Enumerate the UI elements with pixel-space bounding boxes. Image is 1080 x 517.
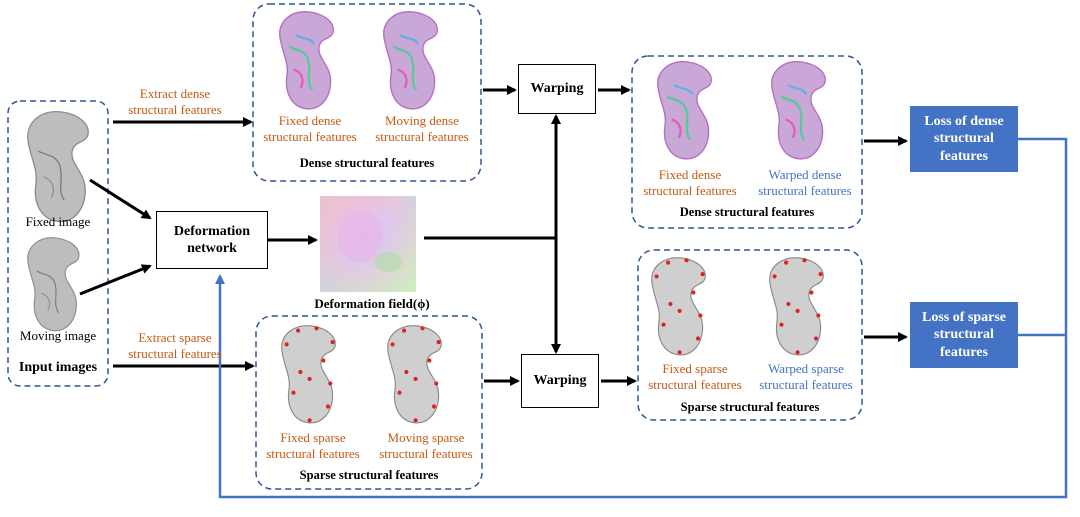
- warping-bottom-box: Warping: [521, 354, 599, 408]
- fixed-sparse-feature-image-2: [651, 257, 706, 356]
- deformation-network-box: Deformation network: [156, 211, 268, 269]
- deformation-field-label: Deformation field(ϕ): [314, 296, 430, 311]
- dense-group-1-title: Dense structural features: [299, 156, 435, 170]
- warped-dense-feature-image: [770, 60, 827, 161]
- arrow-fixed-to-network: [89, 178, 152, 220]
- extract-sparse-label: Extract sparse structural features: [128, 330, 222, 361]
- loss-dense-box: Loss of dense structural features: [910, 106, 1018, 172]
- warping-top-label: Warping: [530, 81, 584, 97]
- fixed-dense-feature-image-2: [656, 60, 713, 161]
- moving-dense-feature-image: [382, 10, 439, 111]
- moving-dense-label: Moving dense structural features: [375, 113, 469, 144]
- fixed-sparse-label: Fixed sparse structural features: [266, 430, 360, 461]
- warped-sparse-feature-image: [769, 257, 824, 356]
- warped-dense-label: Warped dense structural features: [758, 167, 852, 198]
- sparse-features-group-2: [637, 249, 863, 421]
- moving-sparse-feature-image: [387, 325, 442, 424]
- fixed-dense-feature-image: [278, 10, 335, 111]
- deformation-network-label: Deformation network: [173, 223, 251, 257]
- fixed-input-image: [27, 111, 89, 223]
- input-images-title: Input images: [18, 360, 98, 375]
- warped-sparse-label: Warped sparse structural features: [759, 361, 853, 392]
- deformation-field-image: [320, 196, 416, 292]
- dense-features-group-2: [631, 55, 863, 229]
- fixed-dense-label: Fixed dense structural features: [263, 113, 357, 144]
- dense-group-2-title: Dense structural features: [679, 205, 815, 219]
- dense-features-group-1: [252, 3, 482, 182]
- input-images-group: [7, 100, 109, 387]
- sparse-group-2-title: Sparse structural features: [680, 400, 820, 414]
- sparse-features-group-1: [255, 315, 483, 490]
- loss-sparse-box: Loss of sparse structural features: [910, 302, 1018, 368]
- moving-sparse-label: Moving sparse structural features: [379, 430, 473, 461]
- extract-dense-label: Extract dense structural features: [128, 86, 222, 117]
- fixed-sparse-label-2: Fixed sparse structural features: [648, 361, 742, 392]
- fixed-dense-label-2: Fixed dense structural features: [643, 167, 737, 198]
- warping-bottom-label: Warping: [533, 373, 587, 389]
- moving-input-image: [27, 237, 80, 332]
- arrow-moving-to-network: [79, 264, 152, 296]
- loss-sparse-label: Loss of sparse structural features: [921, 309, 1006, 360]
- moving-image-label: Moving image: [19, 328, 97, 343]
- sparse-group-1-title: Sparse structural features: [299, 468, 439, 482]
- fixed-image-label: Fixed image: [25, 214, 91, 229]
- fixed-sparse-feature-image: [281, 325, 336, 424]
- loss-dense-label: Loss of dense structural features: [924, 113, 1004, 164]
- feedback-loop: [215, 137, 1068, 499]
- warping-top-box: Warping: [518, 64, 596, 114]
